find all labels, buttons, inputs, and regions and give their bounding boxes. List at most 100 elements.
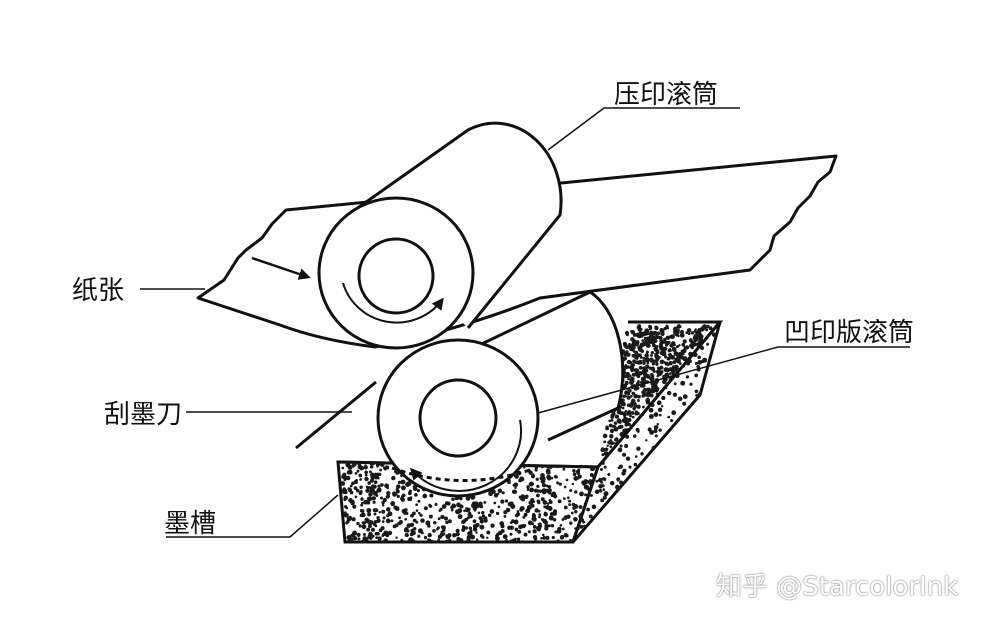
ink-dot bbox=[717, 529, 720, 535]
ink-dot bbox=[483, 516, 488, 521]
ink-dot bbox=[487, 513, 492, 518]
ink-dot bbox=[654, 326, 659, 331]
ink-dot bbox=[526, 504, 532, 510]
ink-dot bbox=[479, 524, 485, 530]
ink-dot bbox=[629, 414, 632, 418]
ink-dot bbox=[670, 368, 676, 374]
ink-dot bbox=[598, 518, 602, 522]
ink-dot bbox=[619, 513, 623, 517]
ink-dot bbox=[699, 473, 704, 478]
ink-dot bbox=[551, 535, 555, 540]
ink-dot bbox=[351, 540, 355, 542]
ink-dot bbox=[536, 499, 541, 504]
ink-dot bbox=[367, 481, 372, 485]
ink-dot bbox=[459, 496, 463, 501]
ink-dot bbox=[607, 473, 611, 476]
ink-dot bbox=[513, 519, 519, 525]
ink-dot bbox=[417, 499, 421, 503]
ink-dot bbox=[596, 537, 598, 542]
ink-dot bbox=[680, 330, 684, 334]
ink-dot bbox=[656, 510, 660, 514]
ink-dot bbox=[683, 471, 688, 476]
ink-dot bbox=[628, 403, 634, 408]
ink-dot bbox=[417, 511, 421, 515]
ink-dot bbox=[644, 366, 648, 370]
ink-dot bbox=[376, 515, 380, 520]
ink-dot bbox=[457, 511, 460, 515]
ink-dot bbox=[692, 486, 697, 491]
ink-dot bbox=[693, 513, 697, 517]
ink-dot bbox=[635, 368, 640, 373]
ink-dot bbox=[577, 474, 582, 479]
ink-dot bbox=[632, 354, 635, 357]
ink-dot bbox=[378, 528, 383, 533]
ink-dot bbox=[600, 448, 605, 452]
ink-dot bbox=[391, 475, 396, 481]
ink-dot bbox=[381, 520, 385, 523]
ink-dot bbox=[647, 534, 651, 537]
ink-dot bbox=[468, 514, 474, 519]
ink-dot bbox=[671, 346, 677, 352]
ink-dot bbox=[494, 494, 498, 498]
ink-dot bbox=[706, 324, 710, 329]
ink-dot bbox=[627, 410, 632, 414]
ink-dot bbox=[407, 491, 412, 496]
ink-dot bbox=[637, 394, 641, 399]
ink-dot bbox=[451, 497, 455, 502]
ink-dot bbox=[385, 518, 391, 524]
ink-dot bbox=[550, 523, 555, 528]
ink-dot bbox=[646, 540, 652, 542]
ink-dot bbox=[633, 527, 639, 533]
ink-dot bbox=[620, 411, 624, 415]
ink-dot bbox=[428, 504, 433, 508]
ink-dot bbox=[437, 534, 443, 539]
ink-dot bbox=[614, 437, 619, 442]
ink-dot bbox=[719, 437, 720, 441]
ink-dot bbox=[680, 380, 686, 386]
ink-dot bbox=[685, 375, 690, 379]
ink-dot bbox=[652, 476, 657, 481]
ink-dot bbox=[547, 490, 552, 495]
ink-dot bbox=[649, 360, 653, 363]
ink-dot bbox=[656, 387, 660, 390]
ink-dot bbox=[675, 345, 680, 349]
ink-dot bbox=[516, 537, 521, 541]
ink-dot bbox=[574, 490, 578, 494]
ink-dot bbox=[696, 416, 700, 420]
ink-dot bbox=[514, 527, 519, 532]
ink-dot bbox=[701, 440, 707, 446]
ink-dot bbox=[702, 536, 708, 541]
ink-dot bbox=[649, 376, 655, 381]
ink-dot bbox=[689, 382, 693, 386]
ink-dot bbox=[656, 371, 662, 377]
ink-dot bbox=[690, 331, 695, 335]
ink-dot bbox=[679, 351, 683, 356]
doctor-blade bbox=[295, 380, 377, 450]
ink-dot bbox=[598, 477, 603, 483]
ink-dot bbox=[591, 504, 597, 510]
ink-dot bbox=[641, 405, 645, 409]
ink-dot bbox=[522, 465, 526, 469]
ink-dot bbox=[400, 479, 406, 485]
ink-dot bbox=[583, 541, 588, 542]
ink-dot bbox=[699, 531, 705, 537]
ink-dot bbox=[676, 324, 680, 328]
ink-dot bbox=[623, 495, 627, 499]
ink-dot bbox=[544, 526, 549, 531]
ink-dot bbox=[651, 362, 655, 366]
ink-dot bbox=[658, 335, 663, 340]
ink-dot bbox=[438, 509, 442, 512]
ink-dot bbox=[504, 499, 509, 503]
ink-dot bbox=[686, 328, 692, 333]
ink-dot bbox=[498, 530, 503, 536]
ink-dot bbox=[610, 415, 615, 419]
ink-dot bbox=[432, 529, 436, 533]
ink-dot bbox=[667, 415, 671, 419]
ink-dot bbox=[642, 331, 646, 335]
ink-dot bbox=[712, 458, 718, 464]
ink-dot bbox=[586, 528, 590, 532]
ink-dot bbox=[479, 504, 484, 509]
ink-dot bbox=[652, 369, 656, 373]
ink-dot bbox=[616, 538, 620, 542]
